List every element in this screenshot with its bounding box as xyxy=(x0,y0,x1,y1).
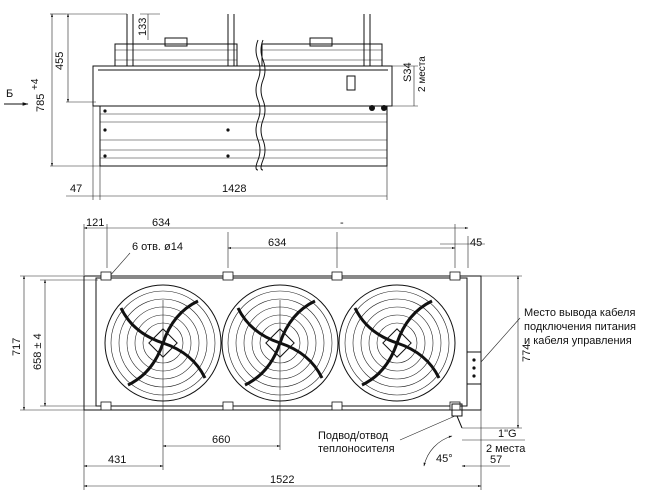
pipe-thread-size: 1"G xyxy=(498,428,517,440)
mounting-holes-note: 6 отв. ø14 xyxy=(132,241,183,253)
dim-45: 45 xyxy=(470,237,482,249)
dim-total-width: - xyxy=(340,217,344,229)
dim-717: 717 xyxy=(11,338,23,356)
fan-3 xyxy=(338,284,456,402)
dim-634-first: 634 xyxy=(152,217,170,229)
dim-660: 660 xyxy=(212,434,230,446)
cable-exit-line3: и кабеля управления xyxy=(524,335,632,347)
dim-1428: 1428 xyxy=(222,183,246,195)
dim-785: 785 xyxy=(35,94,47,112)
dim-1522: 1522 xyxy=(270,474,294,486)
dim-57: 57 xyxy=(490,454,502,466)
dim-47: 47 xyxy=(70,183,82,195)
dim-785-tolerance: +4 xyxy=(30,78,41,90)
pipe-count: 2 места xyxy=(486,443,526,455)
dim-634-second: 634 xyxy=(268,237,286,249)
dim-658: 658 ± 4 xyxy=(32,333,44,370)
angle-45: 45° xyxy=(436,453,453,465)
dim-s34: S34 xyxy=(402,62,414,82)
top-view: 133 455 785 +4 Б S34 2 места 47 1428 xyxy=(4,13,428,200)
coolant-line2: теплоносителя xyxy=(318,443,395,455)
view-arrow-label: Б xyxy=(6,88,13,100)
cable-exit-line1: Место вывода кабеля xyxy=(524,307,635,319)
dim-455: 455 xyxy=(54,52,66,70)
front-view: 121 634 - 634 45 6 отв. ø14 xyxy=(11,217,636,490)
dim-121: 121 xyxy=(86,217,104,229)
coolant-line1: Подвод/отвод xyxy=(318,430,389,442)
dim-133: 133 xyxy=(137,18,149,36)
dim-774: 774 xyxy=(521,344,533,362)
dim-s34-count: 2 места xyxy=(417,56,428,92)
cable-exit-line2: подключения питания xyxy=(524,321,636,333)
dim-431: 431 xyxy=(108,454,126,466)
